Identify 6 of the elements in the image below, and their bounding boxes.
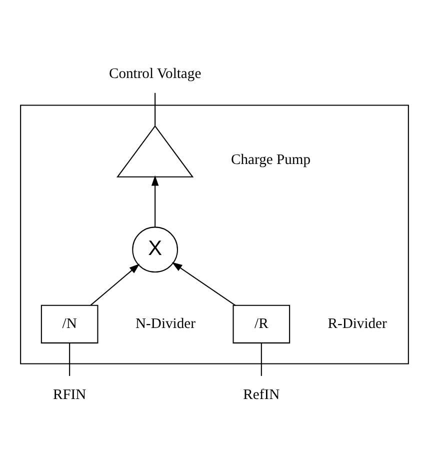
node-text: RFIN <box>52 386 86 403</box>
node-text: RefIN <box>243 386 280 403</box>
node-text: Control Voltage <box>108 66 202 82</box>
node-label: Charge Pump <box>231 152 311 168</box>
node-label: N-Divider <box>136 316 196 332</box>
node-label: R-Divider <box>328 316 387 332</box>
